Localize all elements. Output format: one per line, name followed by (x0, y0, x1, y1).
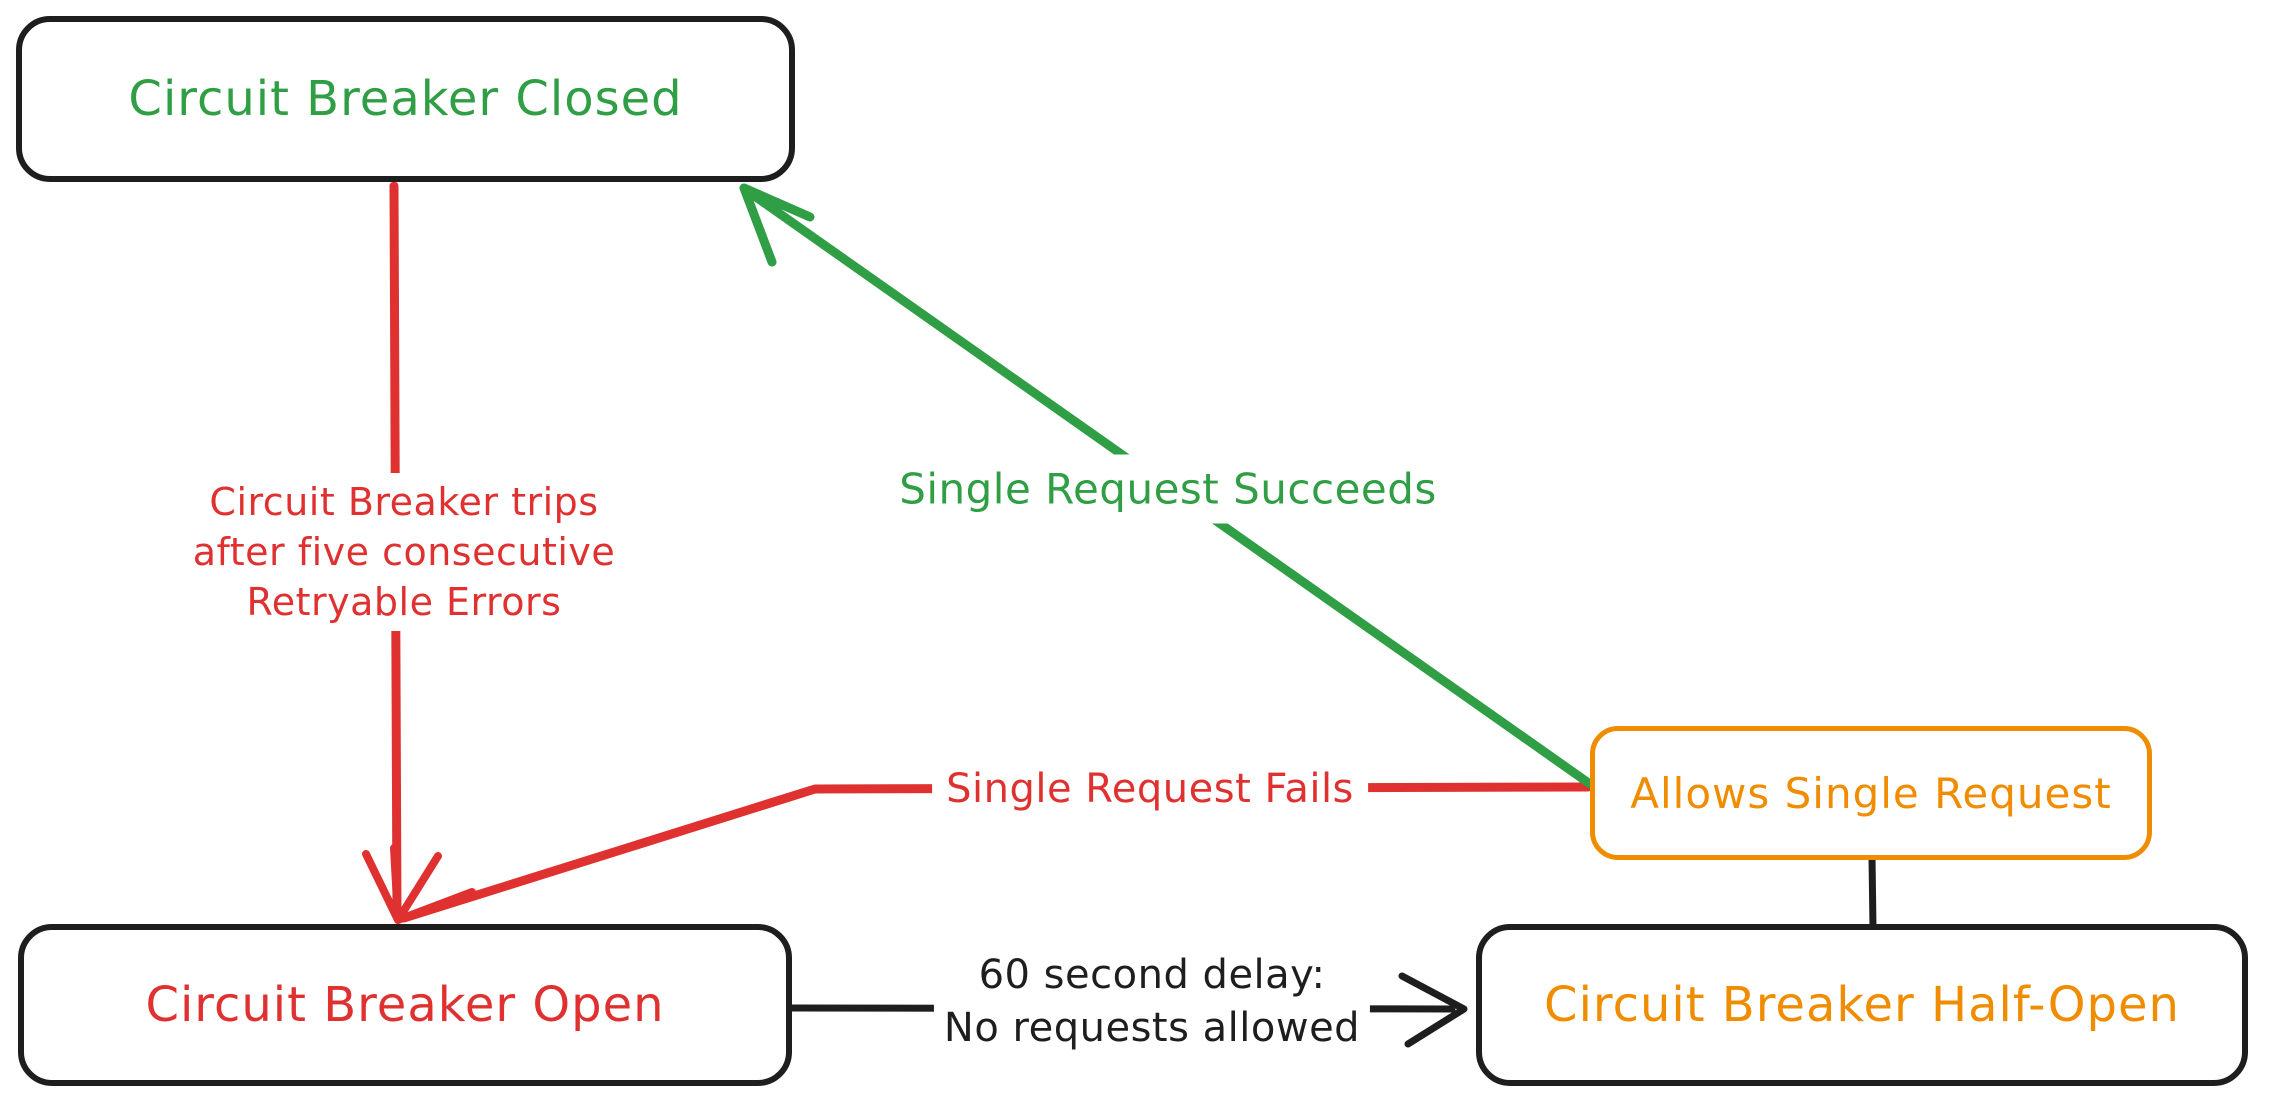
node-circuit-breaker-closed-label: Circuit Breaker Closed (128, 71, 683, 127)
edge-label-trip: Circuit Breaker trips after five consecu… (182, 473, 626, 631)
edge-trip-arrowhead (362, 844, 476, 924)
edge-delay-arrowhead (1398, 972, 1468, 1048)
edge-label-single-request-fails: Single Request Fails (932, 758, 1368, 820)
node-circuit-breaker-open-label: Circuit Breaker Open (145, 977, 665, 1033)
edge-label-single-request-succeeds: Single Request Succeeds (883, 454, 1453, 524)
edge-label-60-second-delay: 60 second delay: No requests allowed (933, 947, 1371, 1057)
node-circuit-breaker-half-open-label: Circuit Breaker Half-Open (1544, 977, 2180, 1033)
edge-succeed-arrowhead (739, 183, 815, 267)
node-circuit-breaker-half-open: Circuit Breaker Half-Open (1476, 924, 2248, 1086)
edge-label-delay-line2: No requests allowed (943, 1005, 1361, 1051)
edge-label-trip-line3: Retryable Errors (246, 580, 562, 624)
edge-label-trip-line1: Circuit Breaker trips (209, 480, 599, 524)
edge-label-trip-line2: after five consecutive (192, 530, 616, 574)
node-allows-single-request: Allows Single Request (1590, 726, 2152, 860)
edge-label-delay-line1: 60 second delay: (978, 952, 1326, 998)
node-circuit-breaker-closed: Circuit Breaker Closed (16, 16, 795, 182)
node-circuit-breaker-open: Circuit Breaker Open (18, 924, 792, 1086)
node-allows-single-request-label: Allows Single Request (1630, 768, 2112, 818)
edge-link-line (1868, 853, 1877, 932)
